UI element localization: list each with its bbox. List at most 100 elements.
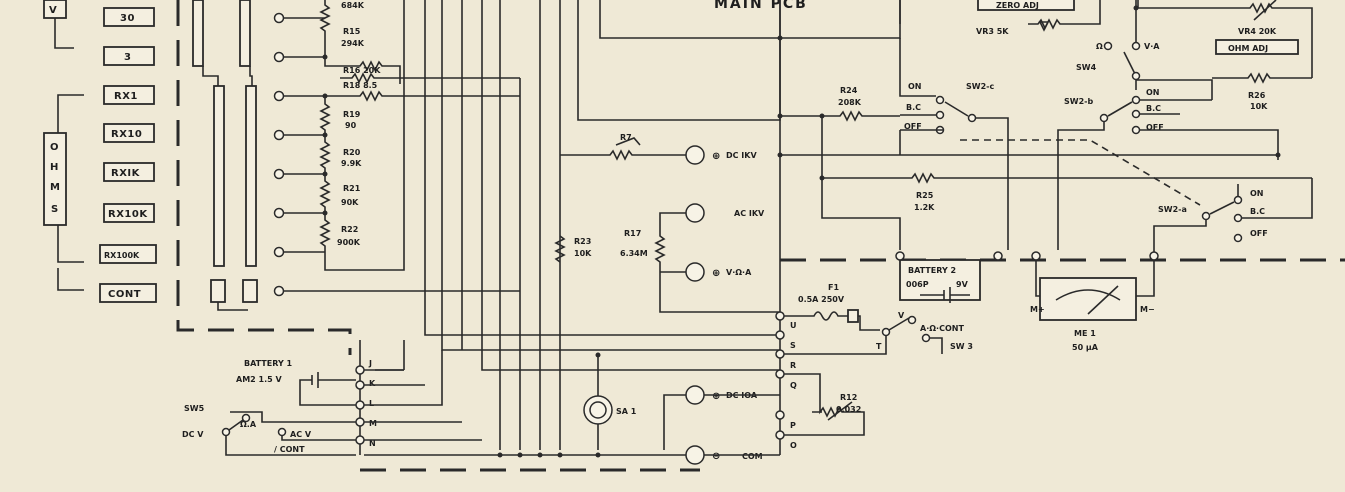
ohms-letter-o: O: [50, 142, 59, 153]
label-r20-val: 9.9K: [341, 159, 362, 168]
r25-drop: [821, 178, 901, 250]
resistor-r7: [560, 149, 686, 161]
fuse-spec: 0.5A 250V: [798, 295, 845, 304]
pin-o: [775, 430, 785, 440]
jack-com-sign: ⊖: [712, 451, 721, 462]
range-bracket-top: [54, 18, 74, 49]
wafer-strip-b: [239, 0, 251, 67]
sw3-v-label: V: [898, 311, 905, 320]
sw2c: ON SW2-c B.C OFF: [899, 38, 1009, 250]
trunk-wires: [324, 0, 901, 450]
jack-vohma[interactable]: [685, 262, 705, 282]
sw5-contact-acv: [277, 427, 287, 437]
meter-spec: 50 μA: [1072, 343, 1099, 352]
label-r20-name: R20: [343, 148, 361, 157]
pin-label-p: P: [790, 421, 796, 430]
sw2a-contact-off: [1233, 233, 1243, 243]
sw2a-pivot: [1201, 211, 1211, 221]
zero-adj-label: ZERO ADJ: [996, 1, 1039, 10]
battery2-term-a: [895, 251, 905, 261]
pin-label-r: R: [790, 361, 796, 370]
sw5-ohma: Ω.A: [240, 420, 257, 429]
sw2b-off: OFF: [1146, 123, 1164, 132]
contact-wires: [284, 17, 520, 292]
sw2a-bc: B.C: [1250, 207, 1265, 216]
contact-4: [273, 129, 285, 141]
jack-ac1kv[interactable]: [685, 203, 705, 223]
sw2c-label: SW2-c: [966, 82, 994, 91]
label-r24-name: R24: [840, 86, 858, 95]
v-marker-label: V: [49, 5, 57, 16]
range-label-cont: CONT: [108, 289, 141, 300]
jack-dc1kv[interactable]: [685, 145, 705, 165]
range-label-rx100k: RX100K: [104, 251, 140, 260]
jack-com[interactable]: [685, 445, 705, 465]
pin-label-m: M: [369, 419, 377, 428]
ohm-adj-pot: VR4 20K OHM ADJ: [1137, 0, 1313, 78]
sw2a: SW2-a ON B.C OFF: [1153, 178, 1313, 260]
diagram-title: MAIN PCB: [714, 0, 808, 12]
battery2: BATTERY 2 006P 9V: [895, 251, 1159, 303]
pin-label-k: K: [369, 379, 376, 388]
sw2a-on: ON: [1250, 189, 1264, 198]
wafer-stub-link: [217, 302, 248, 311]
label-r12-name: R12: [840, 393, 857, 402]
sw2b-label: SW2-b: [1064, 97, 1093, 106]
vr3-label: VR3 5K: [976, 27, 1009, 36]
connector-right: U S R Q P O: [775, 260, 797, 455]
label-r15-name: R15: [343, 27, 361, 36]
zero-adj-pot: ZERO ADJ VR3 5K: [899, 0, 1101, 36]
pin-l: [355, 400, 365, 410]
label-r17-name: R17: [624, 229, 641, 238]
fuse-f1: [784, 311, 880, 331]
battery1-name: BATTERY 1: [244, 359, 293, 368]
sw2b-contact-off: [1131, 125, 1141, 135]
label-r25-val: 1.2K: [914, 203, 935, 212]
sa1-label: SA 1: [616, 407, 637, 416]
resistor-ladder: [319, 0, 520, 252]
r7-trim: [615, 137, 641, 146]
jack-dc10a[interactable]: [685, 385, 705, 405]
sw2c-contact-on: [935, 95, 945, 105]
wafer-strip-d: [245, 85, 257, 267]
battery1-cell: [299, 372, 356, 406]
range-label-3: 3: [124, 52, 131, 63]
contact-3: [273, 90, 285, 102]
trunk-i: [559, 0, 781, 450]
meter-name: ME 1: [1074, 329, 1096, 338]
sw5-lever: [228, 419, 244, 431]
resistor-r15: [324, 57, 401, 84]
sw5-dcv: DC V: [182, 430, 204, 439]
meter-me1: M+ M− ME 1 50 μA: [1030, 260, 1155, 352]
cont-bracket: [57, 268, 84, 291]
meter-needle: [1087, 285, 1119, 315]
sw2a-off: OFF: [1250, 229, 1268, 238]
sw5-contact-ohma: [241, 413, 251, 423]
battery2-box: [899, 259, 981, 301]
pin-k: [355, 380, 365, 390]
rotary-contacts: [273, 12, 285, 297]
vr3-wiper: [1038, 21, 1050, 32]
sa1-inner: [589, 401, 607, 419]
contact-1: [273, 12, 285, 24]
pin-r: [775, 349, 785, 359]
label-r7: R7: [620, 133, 632, 142]
sw5-label: SW5: [184, 404, 205, 413]
battery1: BATTERY 1 AM2 1.5 V: [236, 359, 356, 406]
sw4-lever: [1123, 51, 1137, 77]
range-box-cont: [99, 283, 157, 303]
r12-trim: [812, 401, 853, 421]
fuse-name: F1: [828, 283, 839, 292]
range-box-rx10: [103, 123, 155, 143]
pin-p: [775, 410, 785, 420]
label-r18: R18 8.5: [343, 81, 378, 90]
sw4-ohm-label: Ω: [1096, 42, 1103, 51]
wafer-stub-2: [242, 279, 258, 303]
sw2a-label: SW2-a: [1158, 205, 1187, 214]
resistor-r21: [319, 174, 331, 213]
jack-vohma-label: V·Ω·A: [726, 268, 752, 277]
pin-j: [355, 365, 365, 375]
sw2c-off: OFF: [904, 122, 922, 131]
pin-s-dot: [775, 330, 785, 340]
